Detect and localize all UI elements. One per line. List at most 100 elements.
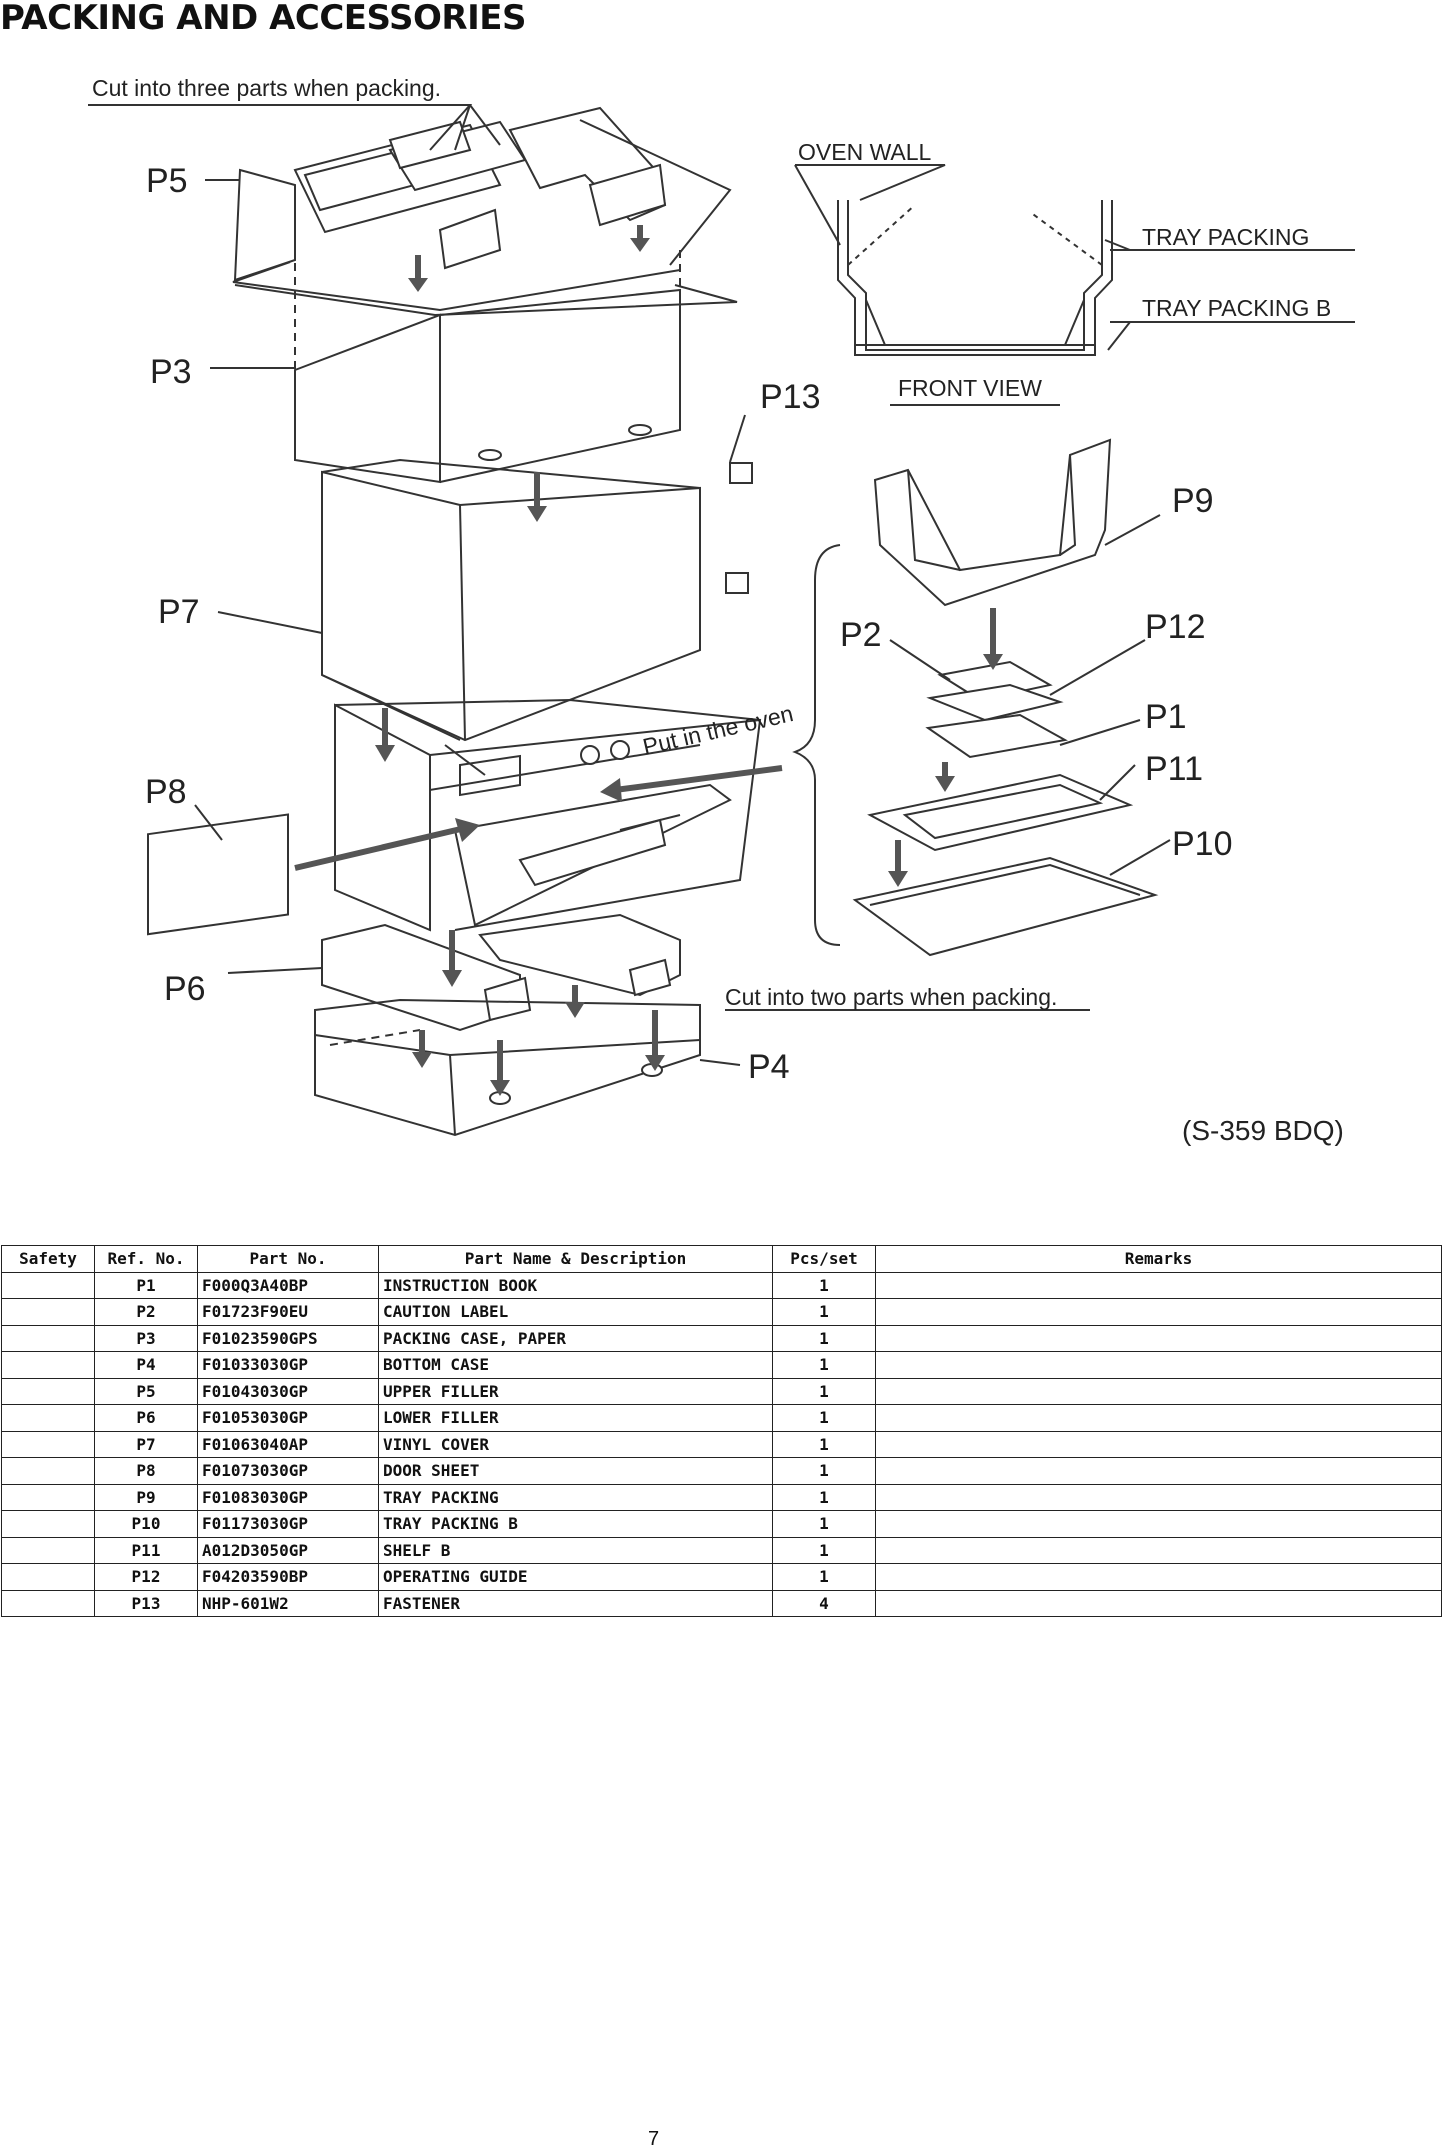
callout-p2: P2	[840, 616, 882, 654]
cell-ref: P5	[94, 1377, 198, 1405]
cell-remarks	[875, 1510, 1442, 1538]
cell-name: INSTRUCTION BOOK	[378, 1271, 773, 1299]
cell-pcs: 1	[772, 1298, 876, 1326]
cell-remarks	[875, 1271, 1442, 1299]
cell-pcs: 1	[772, 1536, 876, 1564]
callout-p4: P4	[748, 1048, 790, 1086]
cell-remarks	[875, 1298, 1442, 1326]
cell-part-no: F01043030GP	[197, 1377, 379, 1405]
cell-ref: P12	[94, 1563, 198, 1591]
callout-p7: P7	[158, 593, 200, 631]
col-header-ref: Ref. No.	[94, 1245, 198, 1273]
cell-remarks	[875, 1404, 1442, 1432]
cell-part-no: F01083030GP	[197, 1483, 379, 1511]
col-header-remarks: Remarks	[875, 1245, 1442, 1273]
cell-pcs: 1	[772, 1563, 876, 1591]
callout-p3: P3	[150, 353, 192, 391]
assembly-arrows	[294, 225, 1003, 1096]
cell-ref: P9	[94, 1483, 198, 1511]
cell-part-no: A012D3050GP	[197, 1536, 379, 1564]
cell-ref: P7	[94, 1430, 198, 1458]
cell-remarks	[875, 1589, 1442, 1617]
oven-wall-label: OVEN WALL	[798, 139, 932, 165]
cell-remarks	[875, 1351, 1442, 1379]
caution-label-drawing	[926, 683, 1064, 722]
cell-safety	[1, 1377, 95, 1405]
front-view-caption: FRONT VIEW	[898, 375, 1042, 401]
cell-pcs: 1	[772, 1351, 876, 1379]
callout-p5: P5	[146, 162, 188, 200]
table-header-row: Safety Ref. No. Part No. Part Name & Des…	[1, 1245, 1442, 1273]
packing-diagram: Cut into three parts when packing. P5 P3…	[88, 75, 1355, 1146]
door-sheet-drawing	[147, 813, 289, 936]
cell-remarks	[875, 1483, 1442, 1511]
cell-name: TRAY PACKING	[378, 1483, 773, 1511]
cut-three-annotation: Cut into three parts when packing.	[92, 75, 441, 101]
cell-name: OPERATING GUIDE	[378, 1563, 773, 1591]
tray-packing-b-label: TRAY PACKING B	[1142, 295, 1331, 321]
callout-p9: P9	[1172, 482, 1214, 520]
callout-p10: P10	[1172, 825, 1233, 863]
callout-p12: P12	[1145, 608, 1206, 646]
cell-part-no: NHP-601W2	[197, 1589, 379, 1617]
callout-p1: P1	[1145, 698, 1187, 736]
cell-name: TRAY PACKING B	[378, 1510, 773, 1538]
cell-pcs: 1	[772, 1404, 876, 1432]
cell-part-no: F01053030GP	[197, 1404, 379, 1432]
cell-part-no: F04203590BP	[197, 1563, 379, 1591]
cell-remarks	[875, 1457, 1442, 1485]
cell-safety	[1, 1457, 95, 1485]
cell-ref: P11	[94, 1536, 198, 1564]
cell-pcs: 1	[772, 1324, 876, 1352]
packing-case-drawing	[232, 119, 738, 484]
cell-remarks	[875, 1324, 1442, 1352]
page-number: 7	[648, 2128, 660, 2150]
cell-part-no: F01173030GP	[197, 1510, 379, 1538]
model-code: (S-359 BDQ)	[1182, 1115, 1344, 1146]
cell-part-no: F01723F90EU	[197, 1298, 379, 1326]
cell-safety	[1, 1430, 95, 1458]
cell-remarks	[875, 1377, 1442, 1405]
cell-name: LOWER FILLER	[378, 1404, 773, 1432]
cell-ref: P3	[94, 1324, 198, 1352]
cell-safety	[1, 1589, 95, 1617]
cell-safety	[1, 1536, 95, 1564]
cell-name: CAUTION LABEL	[378, 1298, 773, 1326]
cell-name: BOTTOM CASE	[378, 1351, 773, 1379]
cell-remarks	[875, 1536, 1442, 1564]
lower-filler-drawing	[321, 913, 681, 1032]
cell-pcs: 1	[772, 1510, 876, 1538]
cell-part-no: F01023590GPS	[197, 1324, 379, 1352]
fastener-drawing	[729, 462, 753, 484]
cell-ref: P4	[94, 1351, 198, 1379]
leader-lines	[88, 104, 1355, 1066]
cell-ref: P13	[94, 1589, 198, 1617]
cell-ref: P6	[94, 1404, 198, 1432]
callout-p6: P6	[164, 970, 206, 1008]
cell-ref: P1	[94, 1271, 198, 1299]
cell-name: UPPER FILLER	[378, 1377, 773, 1405]
cell-name: DOOR SHEET	[378, 1457, 773, 1485]
cell-part-no: F01063040AP	[197, 1430, 379, 1458]
cell-part-no: F01033030GP	[197, 1351, 379, 1379]
front-view-drawing	[837, 200, 1113, 356]
vinyl-cover-drawing	[321, 458, 701, 742]
cell-safety	[1, 1298, 95, 1326]
cell-safety	[1, 1271, 95, 1299]
callout-p13: P13	[760, 378, 821, 416]
cell-pcs: 1	[772, 1377, 876, 1405]
cell-part-no: F01073030GP	[197, 1457, 379, 1485]
cell-remarks	[875, 1563, 1442, 1591]
col-header-pcs: Pcs/set	[772, 1245, 876, 1273]
